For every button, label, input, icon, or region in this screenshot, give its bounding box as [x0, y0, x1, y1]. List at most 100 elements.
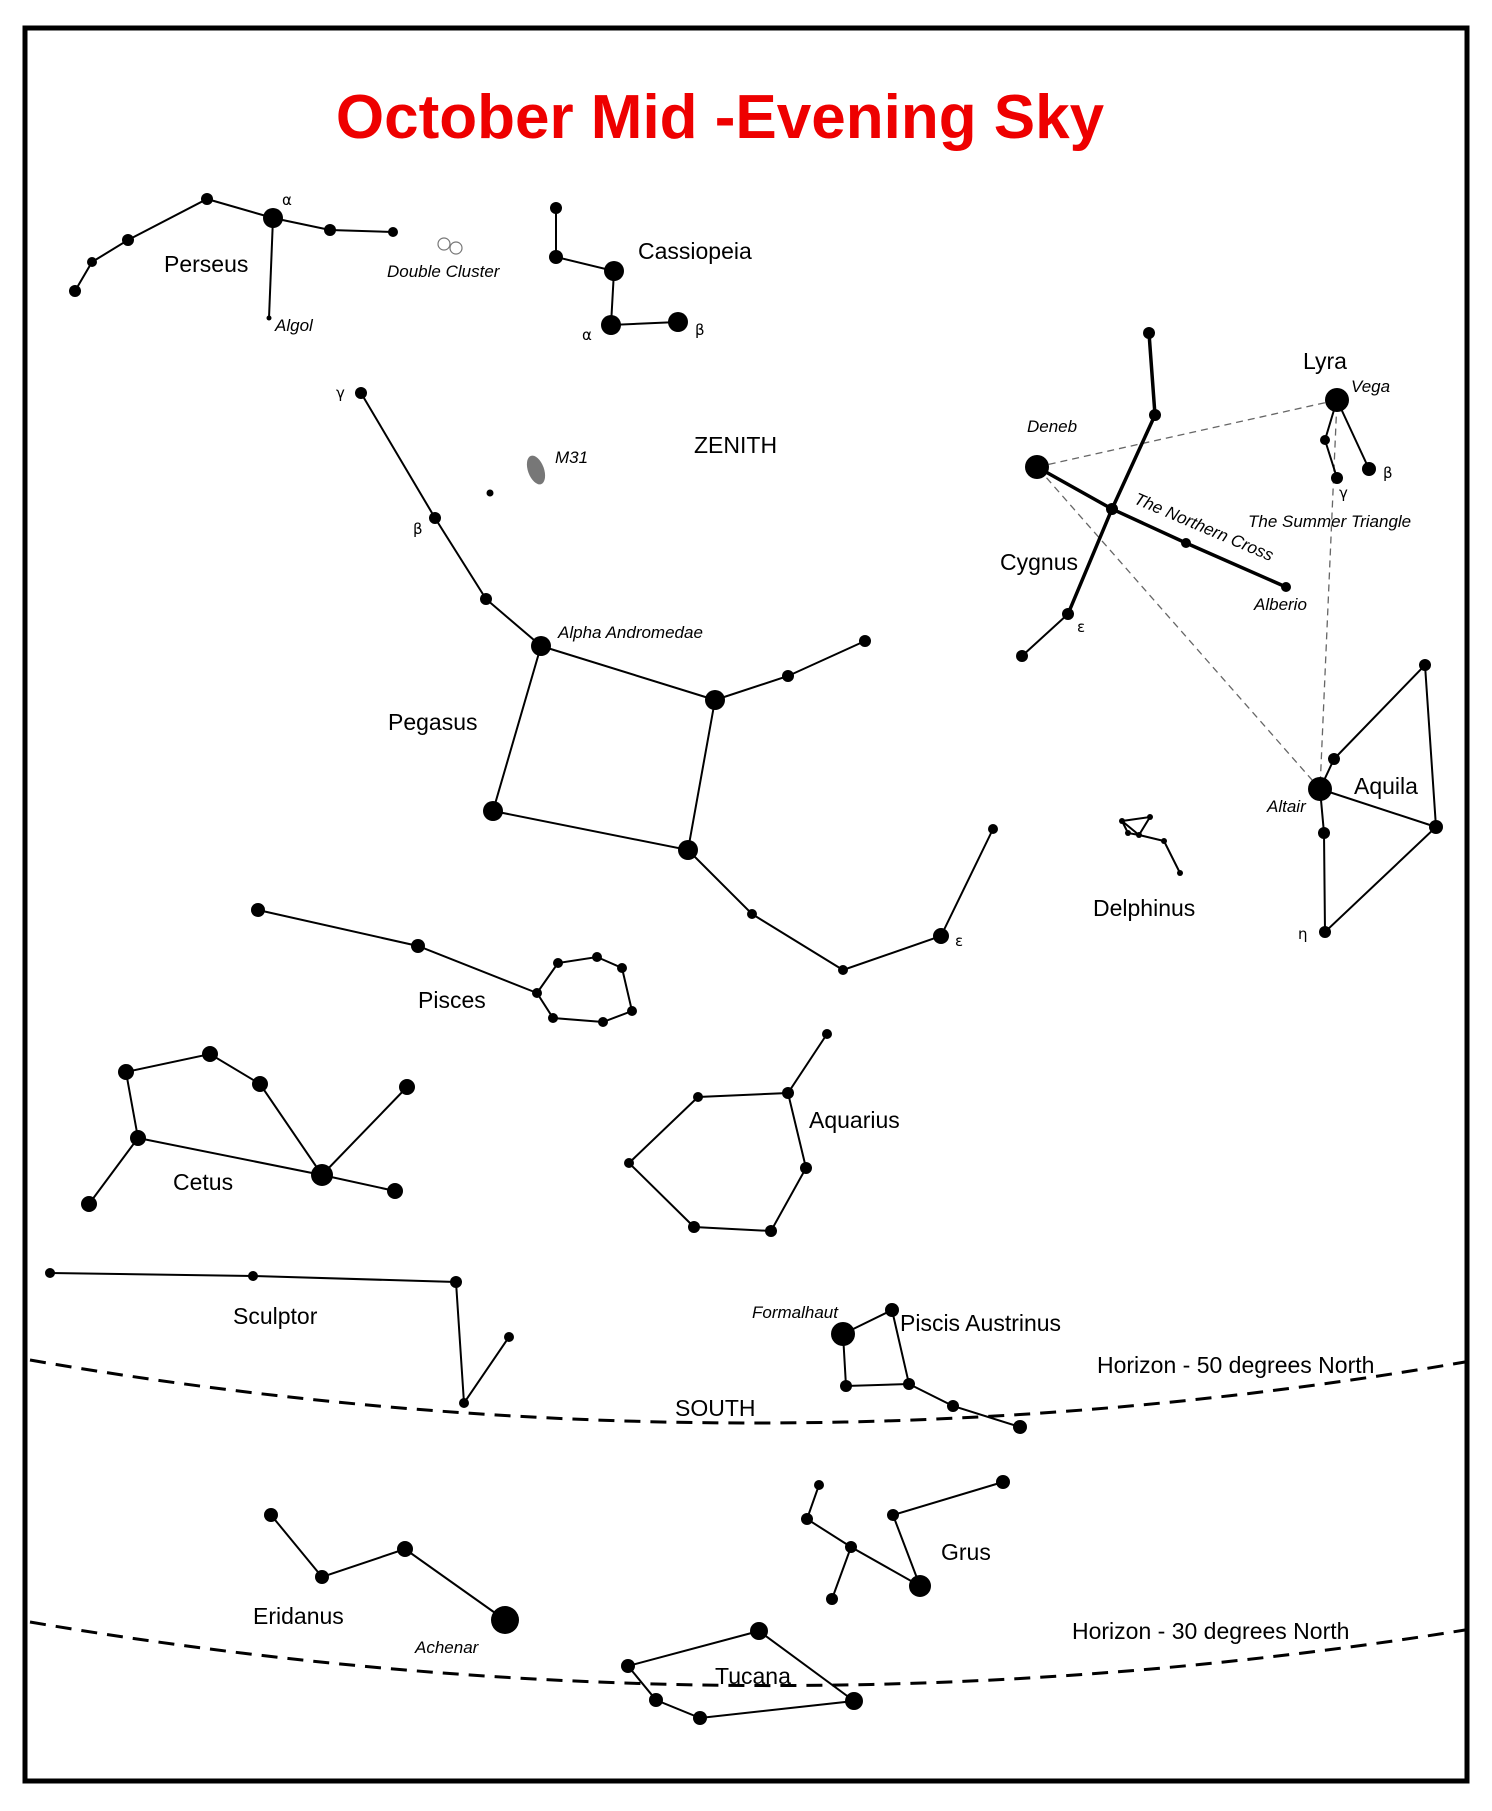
greek-epsilon: ε: [1077, 618, 1085, 636]
star-sadr: [1106, 503, 1118, 515]
star: [598, 1017, 608, 1027]
star: [845, 1692, 863, 1710]
star: [1320, 435, 1330, 445]
star: [750, 1622, 768, 1640]
alberio-label: Alberio: [1253, 595, 1307, 614]
greek-beta: β: [1383, 464, 1393, 482]
star: [311, 1164, 333, 1186]
star: [621, 1659, 635, 1673]
star: [429, 512, 441, 524]
delphinus-constellation: Delphinus: [1093, 814, 1195, 921]
star-mirfak: [263, 208, 283, 228]
star-formalhaut: [831, 1322, 855, 1346]
star: [601, 315, 621, 335]
star: [548, 1013, 558, 1023]
horizon-50-label: Horizon - 50 degrees North: [1097, 1352, 1374, 1378]
star: [324, 224, 336, 236]
star: [947, 1400, 959, 1412]
star: [81, 1196, 97, 1212]
star: [765, 1225, 777, 1237]
star: [688, 1221, 700, 1233]
greek-alpha: α: [582, 326, 592, 344]
star: [782, 670, 794, 682]
star: [1016, 650, 1028, 662]
star: [624, 1158, 634, 1168]
aquarius-constellation: Aquarius: [624, 1029, 900, 1237]
sculptor-label: Sculptor: [233, 1303, 318, 1329]
star: [532, 988, 542, 998]
star: [130, 1130, 146, 1146]
aquarius-label: Aquarius: [809, 1107, 900, 1133]
star: [747, 909, 757, 919]
star-deneb: [1025, 455, 1049, 479]
star: [1136, 832, 1142, 838]
star: [649, 1693, 663, 1707]
horizon-50-line: [29, 1358, 1466, 1425]
algol-label: Algol: [274, 316, 314, 335]
cassiopeia-constellation: α β Cassiopeia: [549, 202, 752, 344]
star: [1177, 870, 1183, 876]
star: [201, 193, 213, 205]
star: [668, 312, 688, 332]
perseus-constellation: α Perseus Algol: [69, 191, 398, 335]
star: [399, 1079, 415, 1095]
star: [251, 903, 265, 917]
star: [604, 261, 624, 281]
star: [549, 250, 563, 264]
horizon-30-line: [29, 1620, 1466, 1688]
star: [800, 1162, 812, 1174]
greek-gamma: γ: [1339, 484, 1348, 502]
greek-beta: β: [413, 520, 423, 538]
star: [387, 1183, 403, 1199]
star: [838, 965, 848, 975]
star: [693, 1711, 707, 1725]
star: [822, 1029, 832, 1039]
greek-eta: η: [1298, 925, 1308, 943]
cygnus-constellation: ε Deneb Cygnus Alberio The Northern Cros…: [1000, 327, 1307, 662]
star: [782, 1087, 794, 1099]
cassiopeia-label: Cassiopeia: [638, 238, 752, 264]
star: [826, 1593, 838, 1605]
sculptor-constellation: Sculptor: [45, 1268, 514, 1408]
star-alpha-andromedae: [531, 636, 551, 656]
star: [315, 1570, 329, 1584]
pegasus-label: Pegasus: [388, 709, 478, 735]
star: [550, 202, 562, 214]
star: [388, 227, 398, 237]
m31-label: M31: [555, 448, 588, 467]
double-cluster-label: Double Cluster: [387, 262, 501, 281]
alpha-andromedae-label: Alpha Andromedae: [557, 623, 703, 642]
lyra-constellation: Lyra Vega γ β: [1303, 348, 1393, 502]
star: [69, 285, 81, 297]
star: [1013, 1420, 1027, 1434]
star: [705, 690, 725, 710]
star: [504, 1332, 514, 1342]
star: [903, 1378, 915, 1390]
grus-constellation: Grus: [801, 1475, 1010, 1605]
summer-triangle-label: The Summer Triangle: [1248, 512, 1411, 531]
star: [264, 1508, 278, 1522]
aquila-constellation: Altair Aquila η: [1266, 659, 1443, 943]
star: [627, 1006, 637, 1016]
pisces-label: Pisces: [418, 987, 486, 1013]
eridanus-label: Eridanus: [253, 1603, 344, 1629]
star: [1331, 472, 1343, 484]
star: [118, 1064, 134, 1080]
star: [887, 1509, 899, 1521]
star: [909, 1575, 931, 1597]
star: [885, 1303, 899, 1317]
star: [483, 801, 503, 821]
m31-galaxy: M31: [486, 448, 588, 497]
star: [1125, 830, 1131, 836]
pisces-constellation: Pisces: [251, 903, 637, 1027]
greek-alpha: α: [282, 191, 292, 209]
greek-gamma: γ: [336, 384, 345, 402]
summer-triangle: The Summer Triangle: [1036, 399, 1411, 791]
star: [480, 593, 492, 605]
perseus-label: Perseus: [164, 251, 248, 277]
formalhaut-label: Formalhaut: [752, 1303, 839, 1322]
star: [1181, 538, 1191, 548]
achenar-label: Achenar: [414, 1638, 480, 1657]
star: [1362, 462, 1376, 476]
